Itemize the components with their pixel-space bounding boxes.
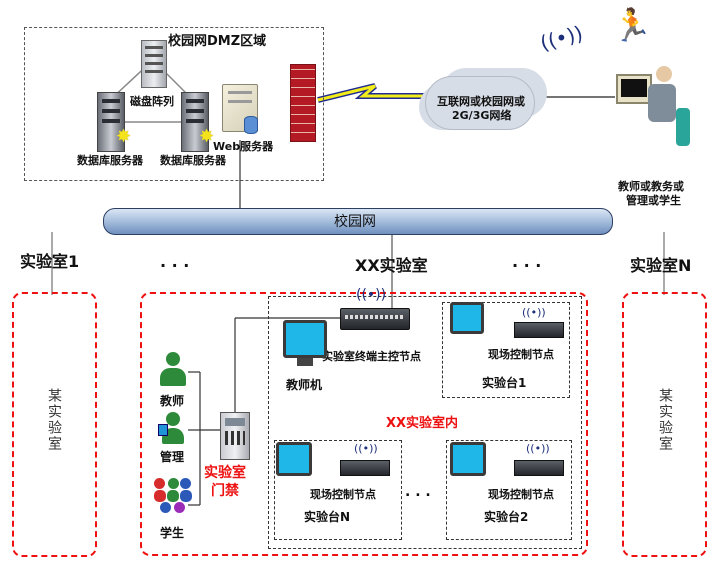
bench1-zone <box>442 302 570 398</box>
field-control-node-icon <box>340 460 390 476</box>
disk-array-icon <box>141 40 167 88</box>
lab1-title: 实验室1 <box>20 252 80 271</box>
some-lab-left-label: 某实验室 <box>46 388 62 452</box>
antenna-icon: ((•)) <box>356 287 387 303</box>
lab1-zone <box>12 292 97 557</box>
dmz-zone <box>24 27 324 181</box>
benchn-monitor-icon <box>276 442 312 476</box>
db-server-1-label: 数据库服务器 <box>77 154 143 167</box>
labn-zone <box>622 292 707 557</box>
firewall-icon <box>290 64 316 142</box>
bench2-zone <box>446 440 572 540</box>
main-control-node-label: 实验室终端主控节点 <box>322 350 421 363</box>
teacher-avatar-icon <box>160 352 186 388</box>
students-group-icon <box>154 478 192 516</box>
web-server-icon <box>222 84 258 132</box>
bench-ellipsis: . . . <box>405 484 431 500</box>
field-control-node-icon <box>514 322 564 338</box>
field-node-1-label: 现场控制节点 <box>488 348 554 361</box>
some-lab-right-label: 某实验室 <box>657 388 673 452</box>
chair-icon <box>676 108 690 146</box>
teacher-pc-label: 教师机 <box>286 378 323 392</box>
manager-avatar-icon <box>158 412 184 446</box>
backbone-label: 校园网 <box>334 214 376 230</box>
ellipsis-left: . . . <box>160 252 190 271</box>
dmz-title: 校园网DMZ区域 <box>168 34 267 49</box>
bench1-label: 实验台1 <box>482 376 527 390</box>
cloud-label-1: 互联网或校园网或 <box>437 95 525 108</box>
ellipsis-right: . . . <box>512 252 542 271</box>
field-node-2-label: 现场控制节点 <box>488 488 554 501</box>
labxx-inner-zone <box>268 296 582 549</box>
labxx-title: XX实验室 <box>355 256 428 275</box>
antenna-icon: ((•)) <box>526 442 550 455</box>
door-access-label-1: 实验室 <box>204 465 246 481</box>
monitor-stand <box>297 358 313 366</box>
remote-user-label-2: 管理或学生 <box>626 194 681 207</box>
star-icon: ✸ <box>116 126 132 147</box>
cloud-icon <box>425 76 535 130</box>
database-cylinder-icon <box>244 116 258 134</box>
computer-monitor-icon <box>616 74 652 104</box>
db-server-icon <box>181 92 209 152</box>
antenna-icon: ((•)) <box>354 442 378 455</box>
benchn-zone <box>274 440 402 540</box>
person-seated-icon <box>648 66 684 146</box>
running-person-icon: 🏃 <box>612 6 652 44</box>
db-server-2-label: 数据库服务器 <box>160 154 226 167</box>
disk-array-label: 磁盘阵列 <box>130 95 174 108</box>
student-label: 学生 <box>160 526 185 540</box>
web-server-label: Web服务器 <box>213 140 274 153</box>
field-node-n-label: 现场控制节点 <box>310 488 376 501</box>
bench1-monitor-icon <box>450 302 484 334</box>
benchn-label: 实验台N <box>304 510 351 524</box>
field-control-node-icon <box>514 460 564 476</box>
star-icon: ✸ <box>199 126 215 147</box>
cloud-label-2: 2G/3G网络 <box>452 109 512 122</box>
door-access-panel-icon <box>220 412 250 460</box>
bench2-monitor-icon <box>450 442 486 476</box>
main-control-node-switch-icon <box>340 308 410 330</box>
teacher-pc-monitor-icon <box>283 320 327 358</box>
labxx-inner-title: XX实验室内 <box>386 416 459 431</box>
teacher-label: 教师 <box>160 394 185 408</box>
db-server-icon <box>97 92 125 152</box>
bench2-label: 实验台2 <box>484 510 529 524</box>
antenna-icon: ((•)) <box>522 306 546 319</box>
door-access-label-2: 门禁 <box>211 483 239 499</box>
campus-network-backbone <box>103 208 613 235</box>
labxx-zone <box>140 292 588 556</box>
manager-label: 管理 <box>160 450 185 464</box>
labn-title: 实验室N <box>630 256 692 275</box>
remote-user-label-1: 教师或教务或 <box>618 180 684 193</box>
